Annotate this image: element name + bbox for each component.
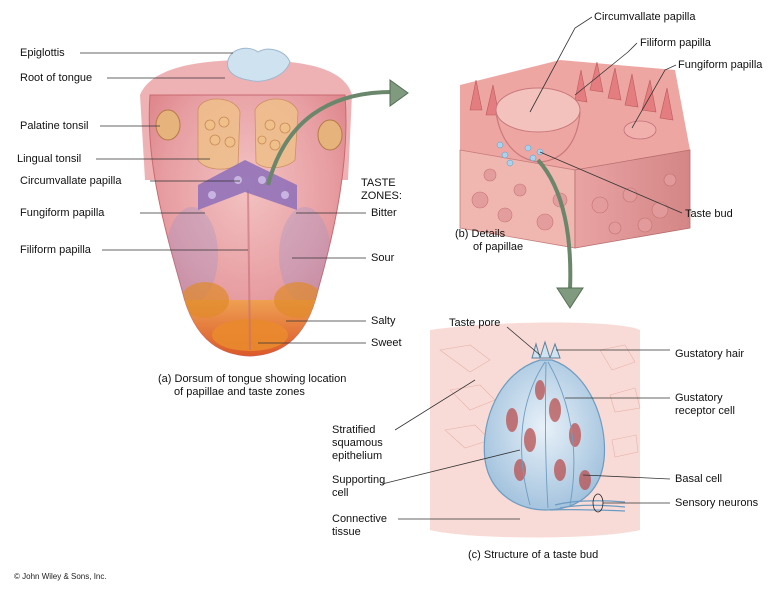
label-gustatory-receptor-cell: Gustatory receptor cell (675, 392, 735, 417)
label-filiform-papilla-b: Filiform papilla (640, 37, 711, 49)
detail-arrow-b (266, 90, 393, 186)
label-stratified-squamous-epithelium: Stratified squamous epithelium (332, 424, 383, 462)
label-supporting-cell: Supporting cell (332, 474, 386, 499)
label-filiform-papilla-a: Filiform papilla (20, 244, 91, 256)
caption-a: (a) Dorsum of tongue showing location of… (158, 373, 347, 398)
panel-c-leaders (381, 326, 671, 520)
label-taste-bud: Taste bud (685, 208, 733, 220)
zone-salty: Salty (371, 315, 396, 327)
label-basal-cell: Basal cell (675, 473, 723, 485)
taste-zones-heading: TASTE ZONES: (361, 177, 402, 202)
detail-arrow-c (536, 158, 573, 291)
zone-bitter: Bitter (371, 207, 397, 219)
caption-b: (b) Details of papillae (455, 228, 524, 253)
panel-a-leaders (80, 52, 366, 344)
copyright-notice: © John Wiley & Sons, Inc. (14, 572, 107, 581)
label-taste-pore: Taste pore (449, 317, 501, 329)
label-root-of-tongue: Root of tongue (20, 72, 93, 84)
zone-sour: Sour (371, 252, 395, 264)
papillae-block (459, 60, 691, 249)
panel-b-leaders (529, 16, 683, 214)
tongue-drawing (140, 47, 352, 357)
label-lingual-tonsil: Lingual tonsil (17, 153, 82, 165)
label-palatine-tonsil: Palatine tonsil (20, 120, 89, 132)
label-fungiform-papilla-b: Fungiform papilla (678, 59, 763, 71)
label-fungiform-papilla-a: Fungiform papilla (20, 207, 105, 219)
label-epiglottis: Epiglottis (20, 47, 65, 59)
caption-c: (c) Structure of a taste bud (468, 549, 599, 561)
label-circumvallate-papilla-b: Circumvallate papilla (594, 11, 696, 23)
taste-bud-drawing (430, 322, 641, 538)
zone-sweet: Sweet (371, 337, 402, 349)
label-gustatory-hair: Gustatory hair (675, 348, 745, 360)
label-sensory-neurons: Sensory neurons (675, 497, 759, 509)
label-circumvallate-papilla-a: Circumvallate papilla (20, 175, 122, 187)
label-connective-tissue: Connective tissue (332, 513, 388, 538)
